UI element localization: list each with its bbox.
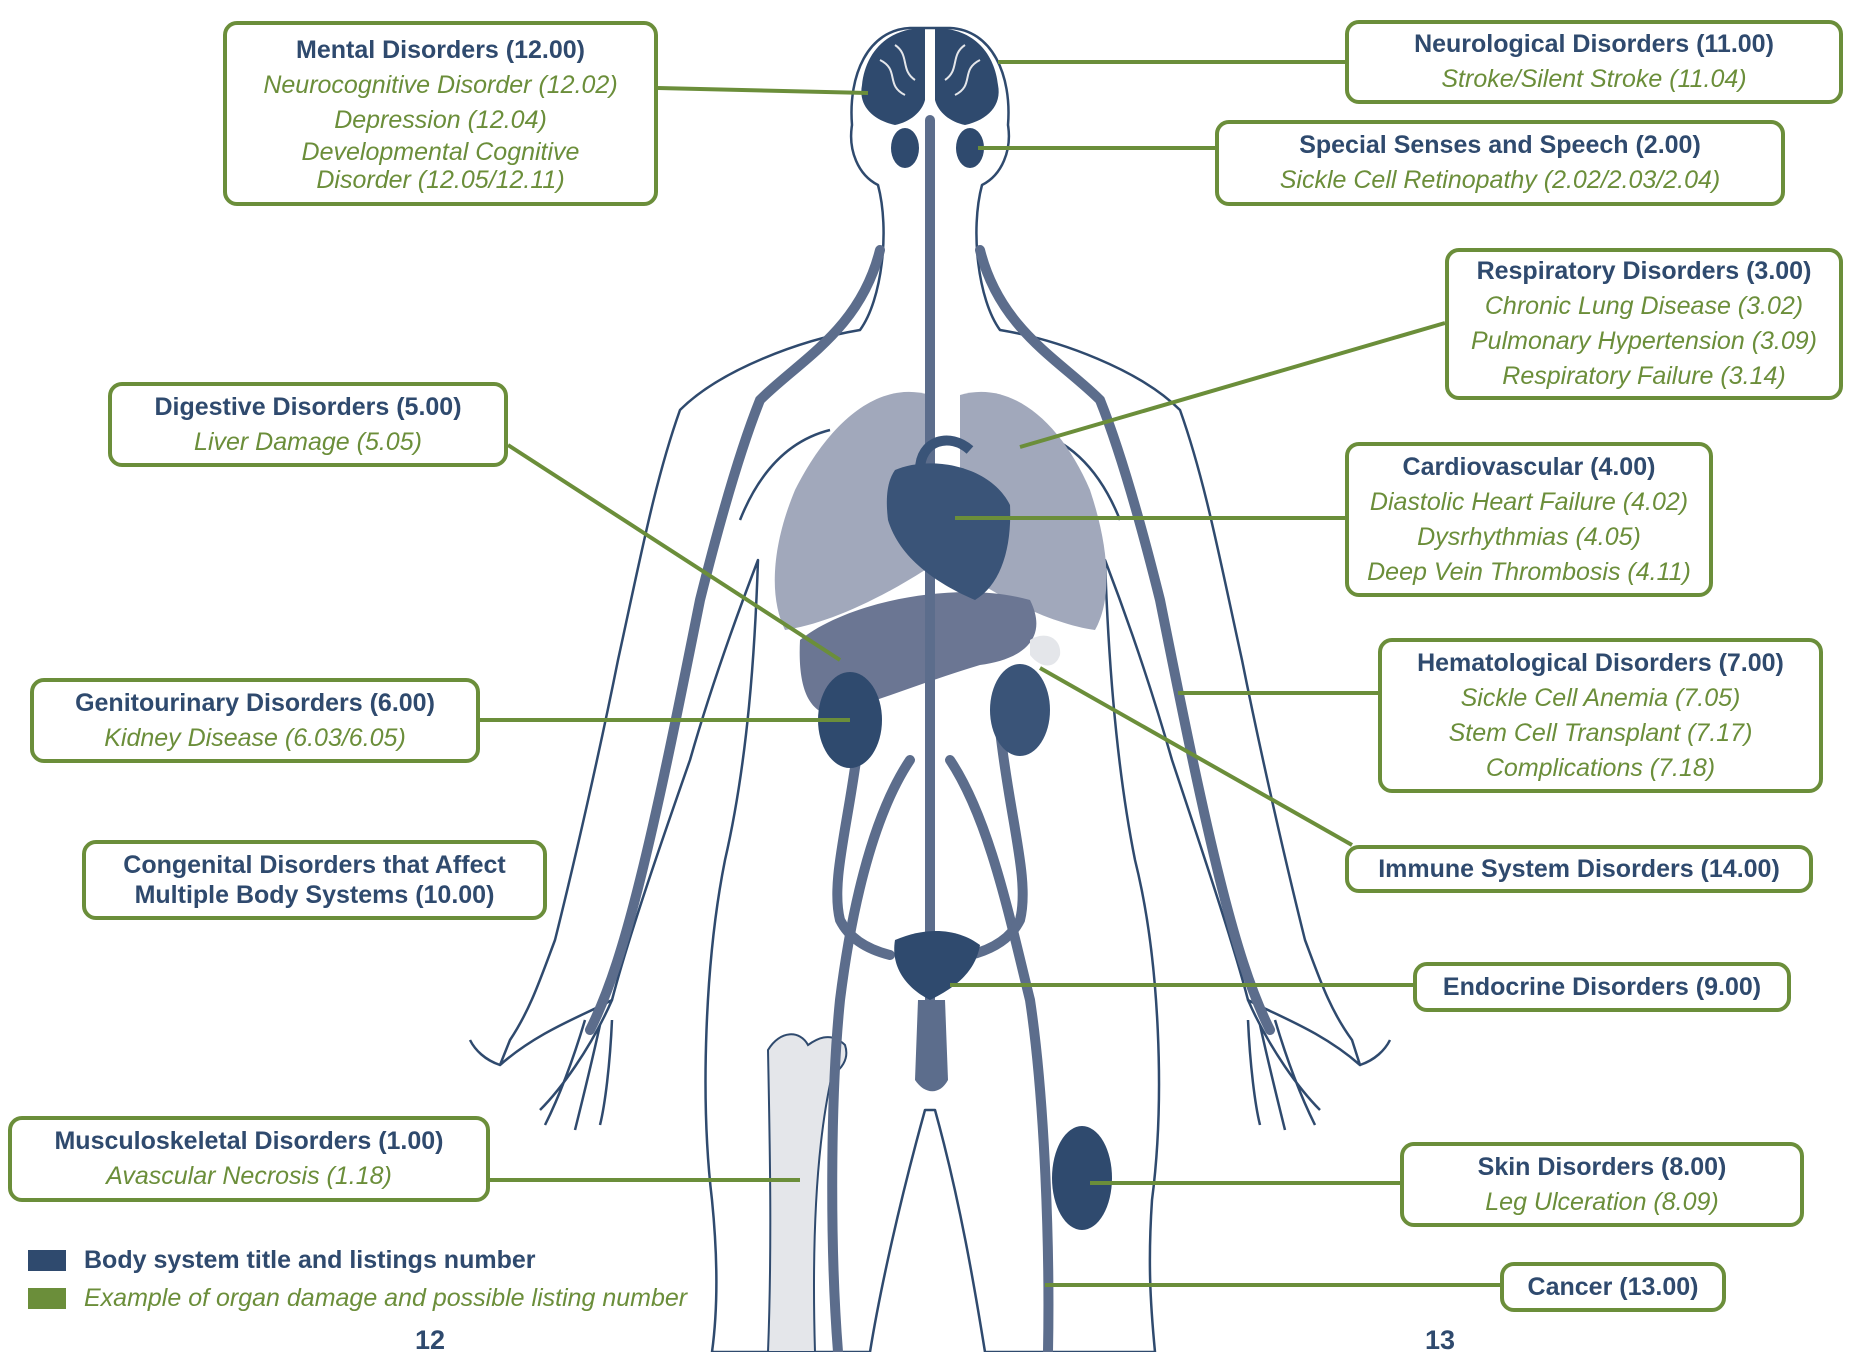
- bladder: [894, 931, 980, 1000]
- box-example: Liver Damage (5.05): [112, 425, 504, 460]
- connector-mental: [658, 88, 868, 93]
- box-title: Neurological Disorders (11.00): [1349, 27, 1839, 62]
- leg-ulcer: [1052, 1126, 1112, 1230]
- box-example: Stroke/Silent Stroke (11.04): [1349, 62, 1839, 97]
- box-neuro: Neurological Disorders (11.00) Stroke/Si…: [1345, 20, 1843, 104]
- legend-navy-swatch: [28, 1250, 66, 1271]
- box-title: Mental Disorders (12.00): [227, 33, 654, 68]
- box-example: Chronic Lung Disease (3.02): [1449, 289, 1839, 324]
- box-example: Depression (12.04): [227, 103, 654, 138]
- box-example: Deep Vein Thrombosis (4.11): [1349, 555, 1709, 590]
- box-example: Neurocognitive Disorder (12.02): [227, 68, 654, 103]
- box-title: Immune System Disorders (14.00): [1349, 852, 1809, 887]
- box-congen: Congenital Disorders that Affect Multipl…: [82, 840, 547, 920]
- legend-example-label: Example of organ damage and possible lis…: [84, 1284, 687, 1313]
- legend-title-item: Body system title and listings number: [28, 1246, 535, 1275]
- box-title: Skin Disorders (8.00): [1404, 1150, 1800, 1185]
- box-endo: Endocrine Disorders (9.00): [1413, 962, 1791, 1012]
- box-title: Hematological Disorders (7.00): [1382, 646, 1819, 681]
- box-example: Pulmonary Hypertension (3.09): [1449, 324, 1839, 359]
- box-example: Stem Cell Transplant (7.17): [1382, 716, 1819, 751]
- box-example: Complications (7.18): [1382, 751, 1819, 786]
- right-leg-vessel: [950, 760, 1048, 1352]
- box-example: Kidney Disease (6.03/6.05): [34, 721, 476, 756]
- box-cardio: Cardiovascular (4.00) Diastolic Heart Fa…: [1345, 442, 1713, 597]
- box-immune: Immune System Disorders (14.00): [1345, 845, 1813, 893]
- box-title: Musculoskeletal Disorders (1.00): [12, 1124, 486, 1159]
- page-number-left: 12: [415, 1325, 445, 1356]
- eye-left: [891, 128, 919, 168]
- box-example: Sickle Cell Anemia (7.05): [1382, 681, 1819, 716]
- page-number-right: 13: [1425, 1325, 1455, 1356]
- box-title: Special Senses and Speech (2.00): [1219, 128, 1781, 163]
- box-example: Leg Ulceration (8.09): [1404, 1185, 1800, 1220]
- box-musc: Musculoskeletal Disorders (1.00) Avascul…: [8, 1116, 490, 1202]
- box-example: Diastolic Heart Failure (4.02): [1349, 485, 1709, 520]
- box-title: Respiratory Disorders (3.00): [1449, 254, 1839, 289]
- legend-title-label: Body system title and listings number: [84, 1246, 535, 1275]
- legend-example-item: Example of organ damage and possible lis…: [28, 1284, 687, 1313]
- box-genito: Genitourinary Disorders (6.00) Kidney Di…: [30, 678, 480, 763]
- box-example: Dysrhythmias (4.05): [1349, 520, 1709, 555]
- box-skin: Skin Disorders (8.00) Leg Ulceration (8.…: [1400, 1142, 1804, 1227]
- box-title: Endocrine Disorders (9.00): [1417, 970, 1787, 1005]
- box-example: Avascular Necrosis (1.18): [12, 1159, 486, 1194]
- spleen: [1030, 636, 1060, 666]
- box-title: Digestive Disorders (5.00): [112, 390, 504, 425]
- box-resp: Respiratory Disorders (3.00) Chronic Lun…: [1445, 248, 1843, 400]
- box-example: Developmental Cognitive: [227, 138, 654, 166]
- box-digest: Digestive Disorders (5.00) Liver Damage …: [108, 382, 508, 467]
- box-title: Genitourinary Disorders (6.00): [34, 686, 476, 721]
- box-hema: Hematological Disorders (7.00) Sickle Ce…: [1378, 638, 1823, 793]
- box-example: Sickle Cell Retinopathy (2.02/2.03/2.04): [1219, 163, 1781, 198]
- box-cancer: Cancer (13.00): [1500, 1262, 1726, 1312]
- reproductive-organ: [915, 1000, 948, 1091]
- box-title: Cancer (13.00): [1504, 1270, 1722, 1305]
- box-example: Disorder (12.05/12.11): [227, 166, 654, 194]
- box-title: Congenital Disorders that Affect Multipl…: [106, 850, 523, 910]
- ureter-right: [970, 730, 1023, 955]
- box-senses: Special Senses and Speech (2.00) Sickle …: [1215, 120, 1785, 206]
- box-mental: Mental Disorders (12.00) Neurocognitive …: [223, 21, 658, 206]
- box-title: Cardiovascular (4.00): [1349, 450, 1709, 485]
- legend-green-swatch: [28, 1288, 66, 1309]
- box-example: Respiratory Failure (3.14): [1449, 359, 1839, 394]
- kidney-right: [990, 664, 1050, 756]
